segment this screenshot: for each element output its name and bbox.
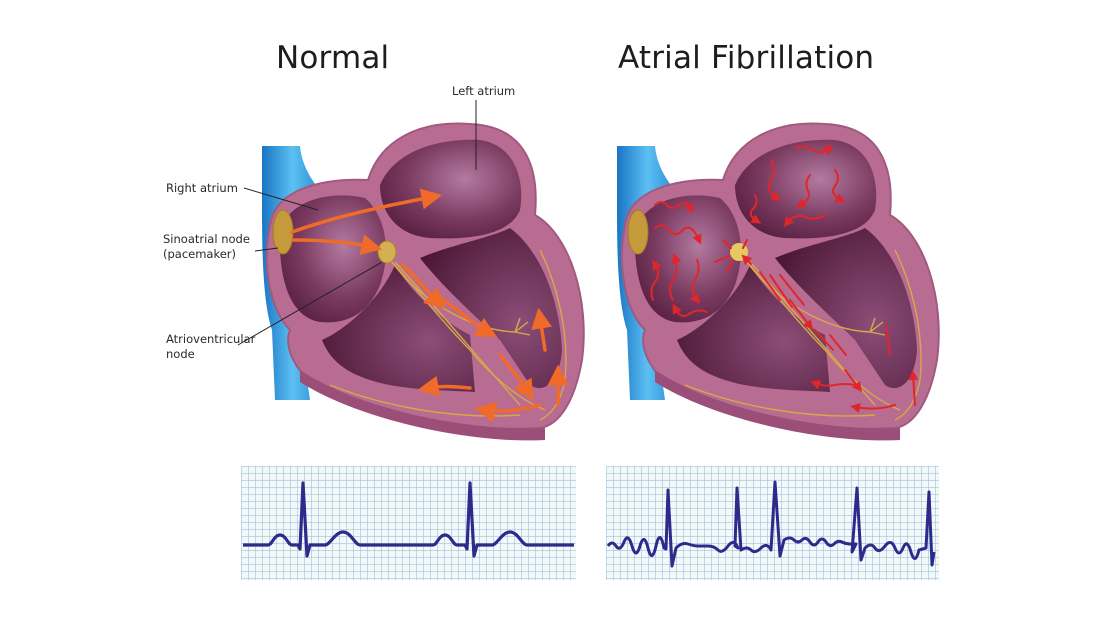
normal-heart — [262, 122, 585, 441]
afib-title: Atrial Fibrillation — [618, 40, 875, 76]
left-atrium-chamber — [735, 139, 877, 239]
label-sa-node: Sinoatrial node (pacemaker) — [163, 232, 250, 262]
label-av-node: Atrioventricular node — [166, 332, 255, 362]
leader-lines — [237, 100, 477, 346]
av-node — [377, 240, 397, 264]
right-ventricle — [322, 265, 475, 392]
normal-title: Normal — [276, 40, 390, 76]
left-ventricle — [420, 228, 562, 389]
normal-ecg-trace — [243, 481, 574, 558]
label-av-node-line2: node — [166, 347, 195, 361]
afib-ecg-trace — [606, 480, 936, 568]
afib-heart — [617, 122, 940, 441]
sa-node — [627, 209, 649, 255]
left-ventricle — [775, 228, 917, 389]
label-sa-node-line1: Sinoatrial node — [163, 232, 250, 246]
right-atrium-chamber — [634, 195, 741, 323]
label-left-atrium: Left atrium — [452, 84, 516, 98]
left-atrium-chamber — [380, 139, 522, 239]
label-av-node-line1: Atrioventricular — [166, 332, 256, 346]
sa-node — [272, 209, 294, 255]
label-right-atrium: Right atrium — [166, 181, 238, 195]
label-sa-node-line2: (pacemaker) — [163, 247, 237, 261]
right-ventricle — [677, 265, 830, 392]
normal-ecg-grid — [241, 466, 576, 580]
